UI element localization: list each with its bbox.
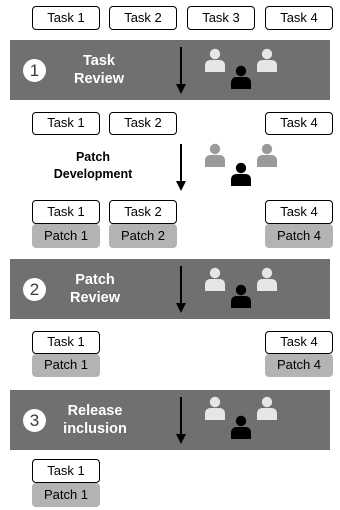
developers-icon bbox=[205, 143, 277, 186]
development-title-line: Patch bbox=[75, 150, 111, 164]
task-box: Task 4 bbox=[265, 112, 333, 135]
task-box: Task 2 bbox=[109, 200, 177, 224]
stage-title: Release inclusion bbox=[50, 402, 140, 438]
person-icon bbox=[257, 396, 277, 420]
stage-number: 2 bbox=[23, 278, 46, 301]
reviewers-icon bbox=[205, 267, 277, 308]
patch-box: Patch 4 bbox=[265, 354, 333, 377]
down-arrow-icon bbox=[176, 47, 186, 94]
task-box: Task 4 bbox=[265, 200, 333, 224]
patch-box: Patch 4 bbox=[265, 224, 333, 248]
down-arrow-icon bbox=[176, 144, 186, 191]
person-icon bbox=[231, 284, 251, 308]
patch-box: Patch 1 bbox=[32, 354, 100, 377]
person-icon bbox=[205, 267, 225, 291]
stage-title-line: Task bbox=[83, 53, 115, 69]
task-box: Task 1 bbox=[32, 6, 100, 30]
person-icon bbox=[257, 48, 277, 72]
patch-box: Patch 2 bbox=[109, 224, 177, 248]
stage-number: 1 bbox=[23, 59, 46, 82]
person-icon bbox=[257, 267, 277, 291]
down-arrow-icon bbox=[176, 397, 186, 444]
stage-title: Task Review bbox=[54, 52, 144, 88]
stage-title-line: Review bbox=[70, 290, 120, 306]
stage-number: 3 bbox=[23, 409, 46, 432]
task-box: Task 3 bbox=[187, 6, 255, 30]
stage-title-line: Release bbox=[67, 403, 123, 419]
person-icon bbox=[205, 396, 225, 420]
person-icon bbox=[205, 143, 225, 167]
person-icon bbox=[231, 65, 251, 89]
down-arrow-icon bbox=[176, 266, 186, 313]
patch-box: Patch 1 bbox=[32, 224, 100, 248]
task-box: Task 1 bbox=[32, 331, 100, 354]
task-box: Task 1 bbox=[32, 112, 100, 135]
person-icon bbox=[231, 162, 251, 186]
stage-title-line: inclusion bbox=[63, 421, 127, 437]
task-box: Task 2 bbox=[109, 112, 177, 135]
person-icon bbox=[231, 415, 251, 439]
task-box: Task 4 bbox=[265, 6, 333, 30]
stage-band-release-inclusion bbox=[10, 390, 330, 450]
task-box: Task 1 bbox=[32, 200, 100, 224]
person-icon bbox=[205, 48, 225, 72]
task-box: Task 2 bbox=[109, 6, 177, 30]
patch-box: Patch 1 bbox=[32, 483, 100, 507]
reviewers-icon bbox=[205, 396, 277, 439]
task-box: Task 1 bbox=[32, 459, 100, 483]
stage-title: Patch Review bbox=[50, 271, 140, 307]
reviewers-icon bbox=[205, 48, 277, 89]
stage-title-line: Review bbox=[74, 71, 124, 87]
task-box: Task 4 bbox=[265, 331, 333, 354]
development-title: Patch Development bbox=[28, 149, 158, 183]
person-icon bbox=[257, 143, 277, 167]
development-title-line: Development bbox=[53, 167, 133, 181]
stage-title-line: Patch bbox=[75, 272, 115, 288]
